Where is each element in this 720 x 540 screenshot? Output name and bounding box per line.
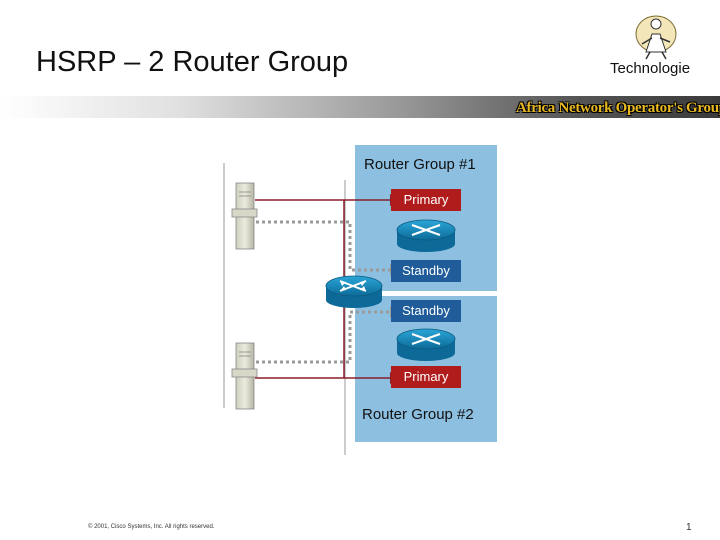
org-banner: Africa Network Operator's Group <box>516 100 720 116</box>
switch-icon <box>325 275 383 308</box>
header-banner <box>0 96 720 118</box>
group-1-primary-tag: Primary <box>391 189 461 211</box>
group-2-primary-tag: Primary <box>391 366 461 388</box>
slide-title: HSRP – 2 Router Group <box>36 46 349 78</box>
group-2-standby-tag: Standby <box>391 300 461 322</box>
router-group-2-label: Router Group #2 <box>362 406 474 423</box>
group-1-standby-tag: Standby <box>391 260 461 282</box>
dotted-path <box>256 220 392 272</box>
page-number: 1 <box>686 522 692 533</box>
router-icon <box>396 219 456 252</box>
server-icon <box>231 342 258 410</box>
dotted-path <box>256 310 392 364</box>
brand-label: Technologie <box>610 60 691 77</box>
router-icon <box>396 328 456 361</box>
router-group-1-label: Router Group #1 <box>364 156 476 173</box>
mascot-logo-icon <box>635 15 677 60</box>
copyright-footer: © 2001, Cisco Systems, Inc. All rights r… <box>88 524 215 530</box>
server-icon <box>231 182 258 250</box>
